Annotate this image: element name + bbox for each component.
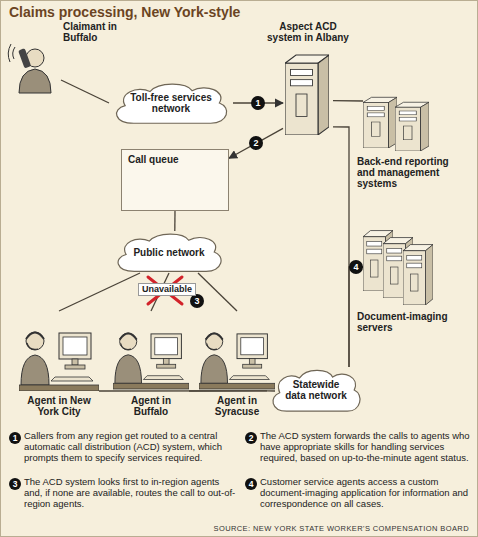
note-text: The ACD system forwards the calls to age… (260, 430, 472, 463)
agent-workstation (19, 332, 99, 391)
server-group: Back-end reporting and management system… (363, 96, 431, 151)
connector-line (99, 390, 267, 391)
node-label: Agent in Syracuse (207, 395, 267, 417)
callout-number: 1 (9, 432, 21, 444)
node-label: Statewide data network (267, 367, 365, 413)
callout-number: 2 (245, 432, 257, 444)
reporting-server (395, 102, 429, 151)
agent-station: Agent in New York City (19, 311, 99, 391)
connector-line (333, 127, 349, 367)
note-text: Customer service agents access a custom … (260, 476, 472, 509)
callout-number: 2 (249, 136, 263, 150)
node-label: Agent in New York City (19, 395, 99, 417)
call-queue-box: Call queue (121, 149, 229, 211)
node-label: Agent in Buffalo (121, 395, 181, 417)
acd-system: Aspect ACD system in Albany (283, 53, 333, 135)
connector-line (267, 390, 275, 391)
connector-line (333, 100, 363, 102)
claimant-figure (8, 44, 51, 93)
note-text: The ACD system looks first to in-region … (24, 476, 238, 509)
reporting-server (363, 97, 397, 148)
imaging-server (403, 245, 433, 305)
acd-server (285, 55, 329, 135)
claimant-body (19, 69, 51, 93)
server-group: Document-imaging servers (363, 229, 433, 305)
connector-line (61, 80, 109, 103)
callout-number: 3 (9, 478, 21, 490)
network-cloud: Public network (111, 231, 227, 273)
connector-line (198, 273, 237, 311)
connector-line (229, 128, 283, 158)
network-cloud: Statewide data network (267, 367, 365, 413)
node-label: Call queue (128, 154, 224, 165)
node-label: Claimant in Buffalo (63, 21, 119, 43)
agent-station: Agent in Syracuse (199, 311, 275, 391)
callout-number: 3 (190, 294, 204, 308)
connector-line (174, 211, 175, 231)
connector-line (59, 273, 140, 311)
claimant: Claimant in Buffalo (15, 41, 61, 93)
callout-number: 4 (245, 478, 257, 490)
agent-station: Agent in Buffalo (113, 311, 189, 391)
callout-number: 4 (349, 260, 363, 274)
callout-number: 1 (251, 96, 265, 110)
node-label: Document-imaging servers (357, 311, 463, 333)
agent-workstation (113, 333, 189, 389)
agent-workstation (199, 333, 275, 389)
status-label: Unavailable (138, 283, 196, 296)
sound-waves (8, 44, 15, 62)
node-label: Toll-free services network (109, 81, 233, 125)
source-caption: SOURCE: NEW YORK STATE WORKER'S COMPENSA… (214, 524, 469, 533)
connector-line (189, 390, 267, 391)
network-cloud: Toll-free services network (109, 81, 233, 125)
node-label: Public network (111, 231, 227, 273)
diagram-title: Claims processing, New York-style (9, 4, 240, 20)
node-label: Back-end reporting and management system… (357, 156, 463, 189)
telephone-handset (18, 48, 31, 68)
note-text: Callers from any region get routed to a … (24, 430, 238, 463)
node-label: Aspect ACD system in Albany (263, 21, 353, 43)
